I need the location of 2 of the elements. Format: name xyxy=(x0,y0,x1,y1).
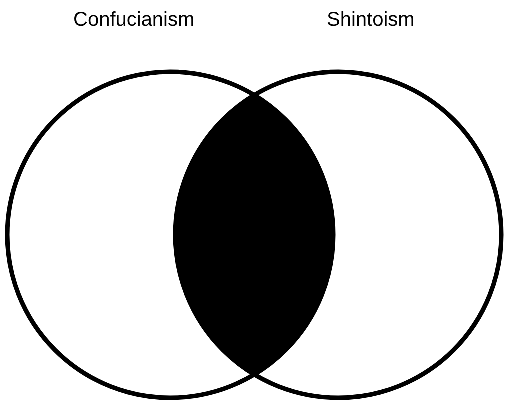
circle-label: Shintoism xyxy=(327,8,415,32)
circle-label: Confucianism xyxy=(74,8,195,32)
